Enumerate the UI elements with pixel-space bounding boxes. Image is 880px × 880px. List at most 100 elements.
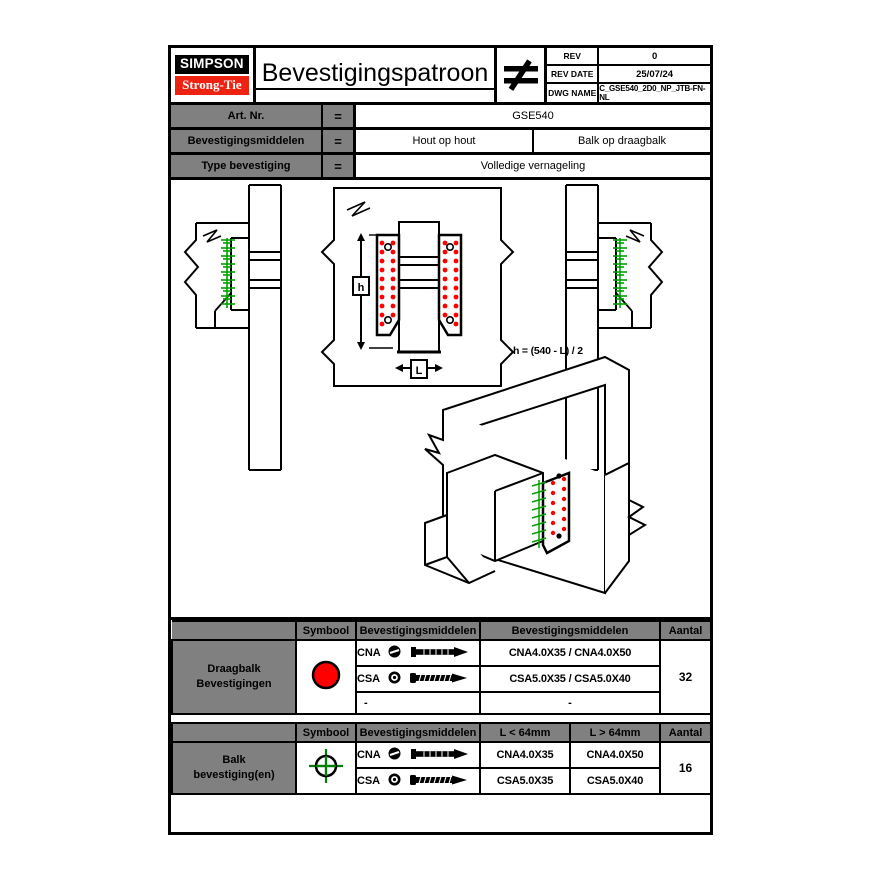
nail-marks-iso: [531, 480, 547, 548]
screw-icon: [408, 773, 470, 790]
isometric-view: [424, 355, 648, 595]
spec-label: Type bevestiging: [171, 155, 323, 177]
spec-label: Bevestigingsmiddelen: [171, 130, 323, 152]
legend-header-symbool: Symbool: [295, 620, 357, 641]
drawing-sheet: SIMPSON Strong-Tie Bevestigingspatroon R…: [168, 45, 713, 835]
rev-row: REV 0: [547, 48, 710, 66]
fastener-code: CSA: [357, 672, 380, 685]
legend-row-name-line1: Balk: [222, 754, 246, 767]
fastener-code-cell: CNA: [355, 741, 481, 769]
fastener-code-cell: CNA: [355, 639, 481, 667]
fastener-quantity: 32: [659, 639, 712, 715]
spec-row-art-nr: Art. Nr. = GSE540: [171, 105, 710, 130]
rev-date-row: REV DATE 25/07/24: [547, 66, 710, 84]
legend-header-aantal: Aantal: [659, 620, 712, 641]
slot-head-icon: [387, 746, 402, 764]
ring-head-icon: [387, 772, 402, 790]
equals-sign: =: [323, 130, 356, 152]
center-elevation-view: [320, 187, 515, 387]
red-filled-circle-icon: [295, 639, 357, 715]
nail-marks-right: [613, 238, 627, 308]
svg-text:h: h: [358, 282, 365, 294]
fastener-spec: -: [479, 691, 661, 715]
projection-symbol-cell: [497, 48, 548, 102]
drawing-title: Bevestigingspatroon: [255, 48, 498, 102]
fastener-code: -: [355, 691, 481, 715]
legend-row-name-line2: Bevestigingen: [196, 678, 272, 690]
technical-drawing-area: h L h = (540 - L) / 2: [171, 180, 710, 620]
legend-header-fasteners: Bevestigingsmiddelen: [355, 620, 481, 641]
legend-header-fasteners-spec: Bevestigingsmiddelen: [479, 620, 661, 641]
dwg-name-value: C_GSE540_2D0_NP_JTB-FN-NL: [599, 84, 706, 102]
not-equal-projection-icon: [503, 59, 538, 91]
table-row: CSA: [172, 767, 711, 795]
spec-row-type-bevestiging: Type bevestiging = Volledige vernageling: [171, 155, 710, 180]
nail-icon: [409, 645, 471, 662]
title-block: SIMPSON Strong-Tie Bevestigingspatroon R…: [171, 48, 710, 105]
table-row: CSA: [172, 665, 711, 693]
table-row: Balk bevestiging(en) CNA: [171, 741, 712, 795]
fastener-spec: CNA4.0X35 / CNA4.0X50: [479, 639, 661, 667]
legend-header-length-long: L > 64mm: [569, 722, 661, 743]
legend-row-name-line1: Draagbalk: [207, 663, 261, 676]
legend-table-beam-support: Symbool Bevestigingsmiddelen Bevestiging…: [171, 620, 712, 715]
svg-text:L: L: [416, 365, 423, 377]
slot-head-icon: [387, 644, 402, 662]
fastener-dots-left: [379, 240, 396, 327]
fastener-spec-long: CSA5.0X40: [569, 767, 661, 795]
fastener-code-cell: CSA: [355, 767, 481, 795]
legend-row-name: Draagbalk Bevestigingen: [171, 639, 297, 715]
legend-header-length-short: L < 64mm: [479, 722, 571, 743]
dimension-labels: h L: [352, 276, 428, 379]
dwg-name-label: DWG NAME: [547, 84, 600, 102]
legend-header-row: Symbool Bevestigingsmiddelen L < 64mm L …: [171, 722, 712, 743]
anchor-holes-left: [384, 242, 393, 325]
fastener-spec-long: CNA4.0X50: [569, 741, 661, 769]
logo-strongtie-text: Strong-Tie: [175, 75, 249, 95]
spec-value: Hout op hout: [412, 135, 476, 147]
fastener-code-cell: CSA: [355, 665, 481, 693]
legend-header-fasteners: Bevestigingsmiddelen: [355, 722, 481, 743]
height-formula: h = (540 - L) / 2: [513, 345, 583, 357]
logo-simpson-text: SIMPSON: [175, 55, 249, 74]
anchor-holes-iso: [556, 473, 562, 539]
rev-label: REV: [547, 48, 600, 64]
ring-head-icon: [387, 670, 402, 688]
table-row: - -: [172, 691, 711, 715]
fastener-dots-right: [442, 240, 459, 327]
green-crosshair-circle-icon: [295, 741, 357, 795]
fastener-spec-short: CSA5.0X35: [479, 767, 571, 795]
left-section-view: [183, 184, 282, 471]
legend-header-aantal: Aantal: [659, 722, 712, 743]
spec-label: Art. Nr.: [171, 105, 323, 127]
fastener-quantity: 16: [659, 741, 712, 795]
legend-header-row: Symbool Bevestigingsmiddelen Bevestiging…: [172, 620, 712, 641]
table-spacer: [171, 715, 710, 722]
equals-sign: =: [323, 105, 356, 127]
legend-row-name: Balk bevestiging(en): [171, 741, 297, 795]
spec-value: Balk op draagbalk: [532, 130, 710, 152]
nail-marks-left: [221, 238, 235, 308]
fastener-code: CNA: [357, 646, 381, 659]
brand-logo: SIMPSON Strong-Tie: [171, 48, 256, 102]
screw-icon: [408, 671, 470, 688]
nail-icon: [409, 747, 471, 764]
anchor-holes-right: [445, 242, 454, 325]
legend-header-symbool: Symbool: [295, 722, 357, 743]
drawing-title-text: Bevestigingspatroon: [255, 59, 495, 91]
table-row: Draagbalk Bevestigingen CNA: [171, 639, 712, 715]
equals-sign: =: [323, 155, 356, 177]
rev-date-label: REV DATE: [547, 66, 600, 82]
drawing-views: h L: [183, 184, 664, 595]
spec-row-bevestigingsmiddelen: Bevestigingsmiddelen = Hout op hout Balk…: [171, 130, 710, 155]
legend-row-name-line2: bevestiging(en): [193, 769, 275, 781]
fastener-spec-short: CNA4.0X35: [479, 741, 571, 769]
spec-value: GSE540: [512, 110, 554, 122]
revision-block: REV 0 REV DATE 25/07/24 DWG NAME C_GSE54…: [547, 48, 710, 102]
dwg-name-row: DWG NAME C_GSE540_2D0_NP_JTB-FN-NL: [547, 84, 710, 102]
rev-date-value: 25/07/24: [636, 68, 674, 80]
fastener-spec: CSA5.0X35 / CSA5.0X40: [479, 665, 661, 693]
spec-value: Volledige vernageling: [480, 160, 586, 172]
rev-value: 0: [651, 50, 658, 62]
legend-table-beam: Symbool Bevestigingsmiddelen L < 64mm L …: [171, 722, 712, 795]
